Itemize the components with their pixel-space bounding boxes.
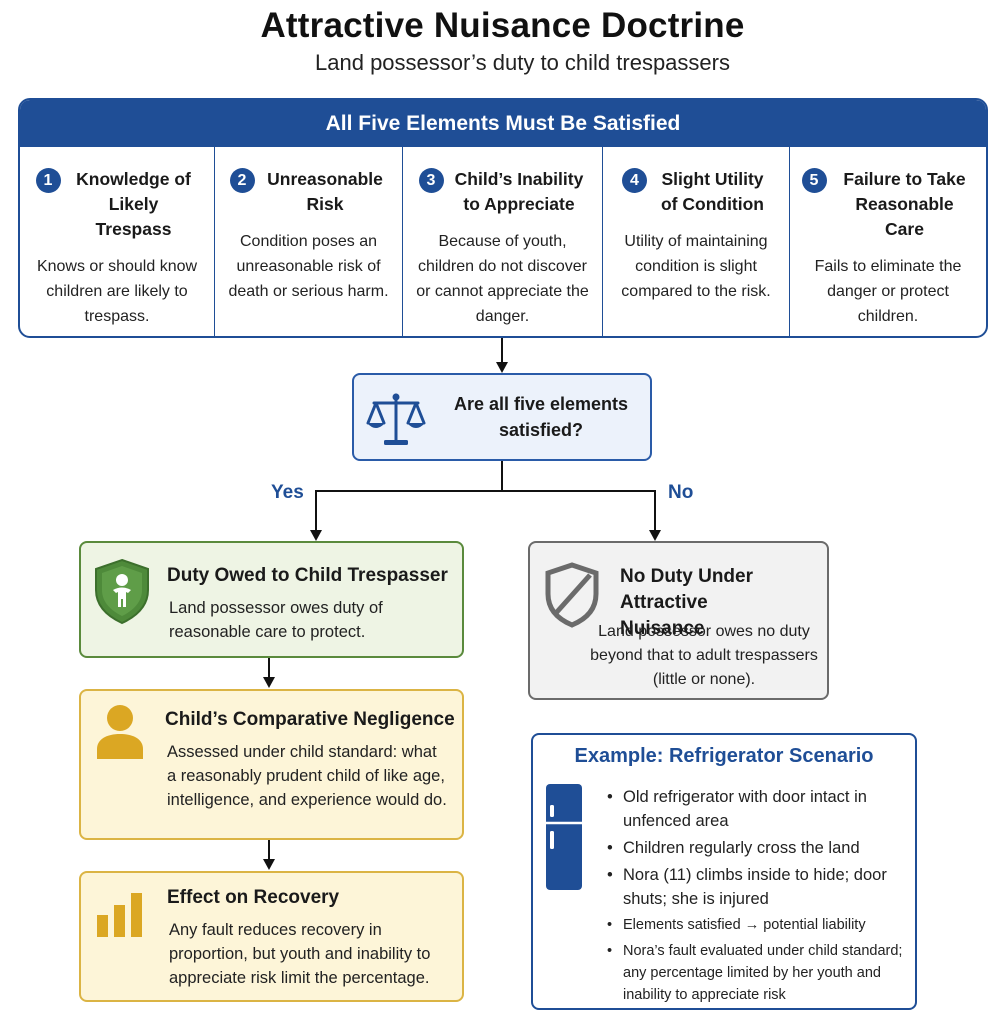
bar-chart-icon <box>97 893 142 937</box>
comparative-negligence-box: Child’s Comparative Negligence Assessed … <box>79 689 464 840</box>
effect-on-recovery-box: Effect on Recovery Any fault reduces rec… <box>79 871 464 1002</box>
list-item: Old refrigerator with door intact in unf… <box>605 785 905 833</box>
person-icon <box>97 705 143 759</box>
duty-owed-box: Duty Owed to Child Trespasser Land posse… <box>79 541 464 658</box>
no-duty-text: Land possessor owes no duty beyond that … <box>590 623 818 688</box>
shield-slash-icon <box>545 562 599 628</box>
element-title: Failure to Take Reasonable Care <box>843 169 966 239</box>
scales-icon <box>366 393 426 445</box>
connector-line <box>654 490 656 532</box>
list-item: Elements satisfied → potential liability <box>605 914 905 936</box>
connector-line <box>268 840 270 860</box>
negligence-title: Child’s Comparative Negligence <box>165 709 455 730</box>
duty-title: Duty Owed to Child Trespasser <box>167 565 448 586</box>
shield-child-icon <box>95 558 149 625</box>
arrow-down-icon <box>263 677 275 688</box>
refrigerator-icon <box>546 784 582 890</box>
no-label: No <box>668 482 694 503</box>
page-title: Attractive Nuisance Doctrine <box>260 6 745 45</box>
no-duty-title: No Duty Under Attractive Nuisance <box>620 566 753 639</box>
connector-line <box>268 658 270 678</box>
elements-header: All Five Elements Must Be Satisfied <box>20 100 986 147</box>
negligence-text: Assessed under child standard: what a re… <box>167 743 447 809</box>
arrow-down-icon <box>263 859 275 870</box>
element-number-badge: 1 <box>35 168 61 193</box>
element-title: Knowledge of Likely Trespass <box>76 169 191 239</box>
list-item: Children regularly cross the land <box>605 836 905 860</box>
list-item: Nora (11) climbs inside to hide; door sh… <box>605 863 905 911</box>
example-box: Example: Refrigerator Scenario Old refri… <box>531 733 917 1010</box>
element-number-badge: 4 <box>622 168 647 193</box>
elements-row: 1 Knowledge of Likely Trespass Knows or … <box>20 147 986 336</box>
example-bullet-list: Old refrigerator with door intact in unf… <box>605 785 905 1010</box>
list-item: Nora’s fault evaluated under child stand… <box>605 940 905 1006</box>
element-1: 1 Knowledge of Likely Trespass Knows or … <box>20 147 215 336</box>
effect-title: Effect on Recovery <box>167 887 340 908</box>
elements-panel: All Five Elements Must Be Satisfied 1 Kn… <box>18 98 988 338</box>
effect-text: Any fault reduces recovery in proportion… <box>169 921 431 987</box>
element-title: Slight Utility of Condition <box>660 169 765 214</box>
yes-label: Yes <box>271 482 304 503</box>
example-title: Example: Refrigerator Scenario <box>574 745 874 767</box>
element-description: Utility of maintaining condition is slig… <box>621 233 771 300</box>
element-5: 5 Failure to Take Reasonable Care Fails … <box>790 147 986 336</box>
no-duty-box: No Duty Under Attractive Nuisance Land p… <box>528 541 829 700</box>
decision-question: Are all five elements satisfied? <box>453 394 629 440</box>
element-description: Because of youth, children do not discov… <box>416 233 589 325</box>
element-description: Condition poses an unreasonable risk of … <box>228 233 389 300</box>
page-subtitle: Land possessor’s duty to child trespasse… <box>315 50 730 75</box>
arrow-down-icon <box>310 530 322 541</box>
element-2: 2 Unreasonable Risk Condition poses an u… <box>215 147 403 336</box>
element-number-badge: 5 <box>801 168 827 193</box>
element-number-badge: 3 <box>418 168 444 193</box>
connector-line <box>501 338 503 364</box>
connector-line <box>501 461 503 491</box>
element-description: Fails to eliminate the danger or protect… <box>814 258 962 325</box>
arrow-down-icon <box>496 362 508 373</box>
element-title: Unreasonable Risk <box>267 169 383 214</box>
element-3: 3 Child’s Inability to Appreciate Becaus… <box>403 147 603 336</box>
element-4: 4 Slight Utility of Condition Utility of… <box>603 147 790 336</box>
element-description: Knows or should know children are likely… <box>36 258 198 325</box>
arrow-down-icon <box>649 530 661 541</box>
decision-box: Are all five elements satisfied? <box>352 373 652 461</box>
connector-line <box>315 490 656 492</box>
connector-line <box>315 490 317 532</box>
element-title: Child’s Inability to Appreciate <box>454 169 584 214</box>
duty-text: Land possessor owes duty of reasonable c… <box>169 599 383 641</box>
element-number-badge: 2 <box>229 168 255 193</box>
